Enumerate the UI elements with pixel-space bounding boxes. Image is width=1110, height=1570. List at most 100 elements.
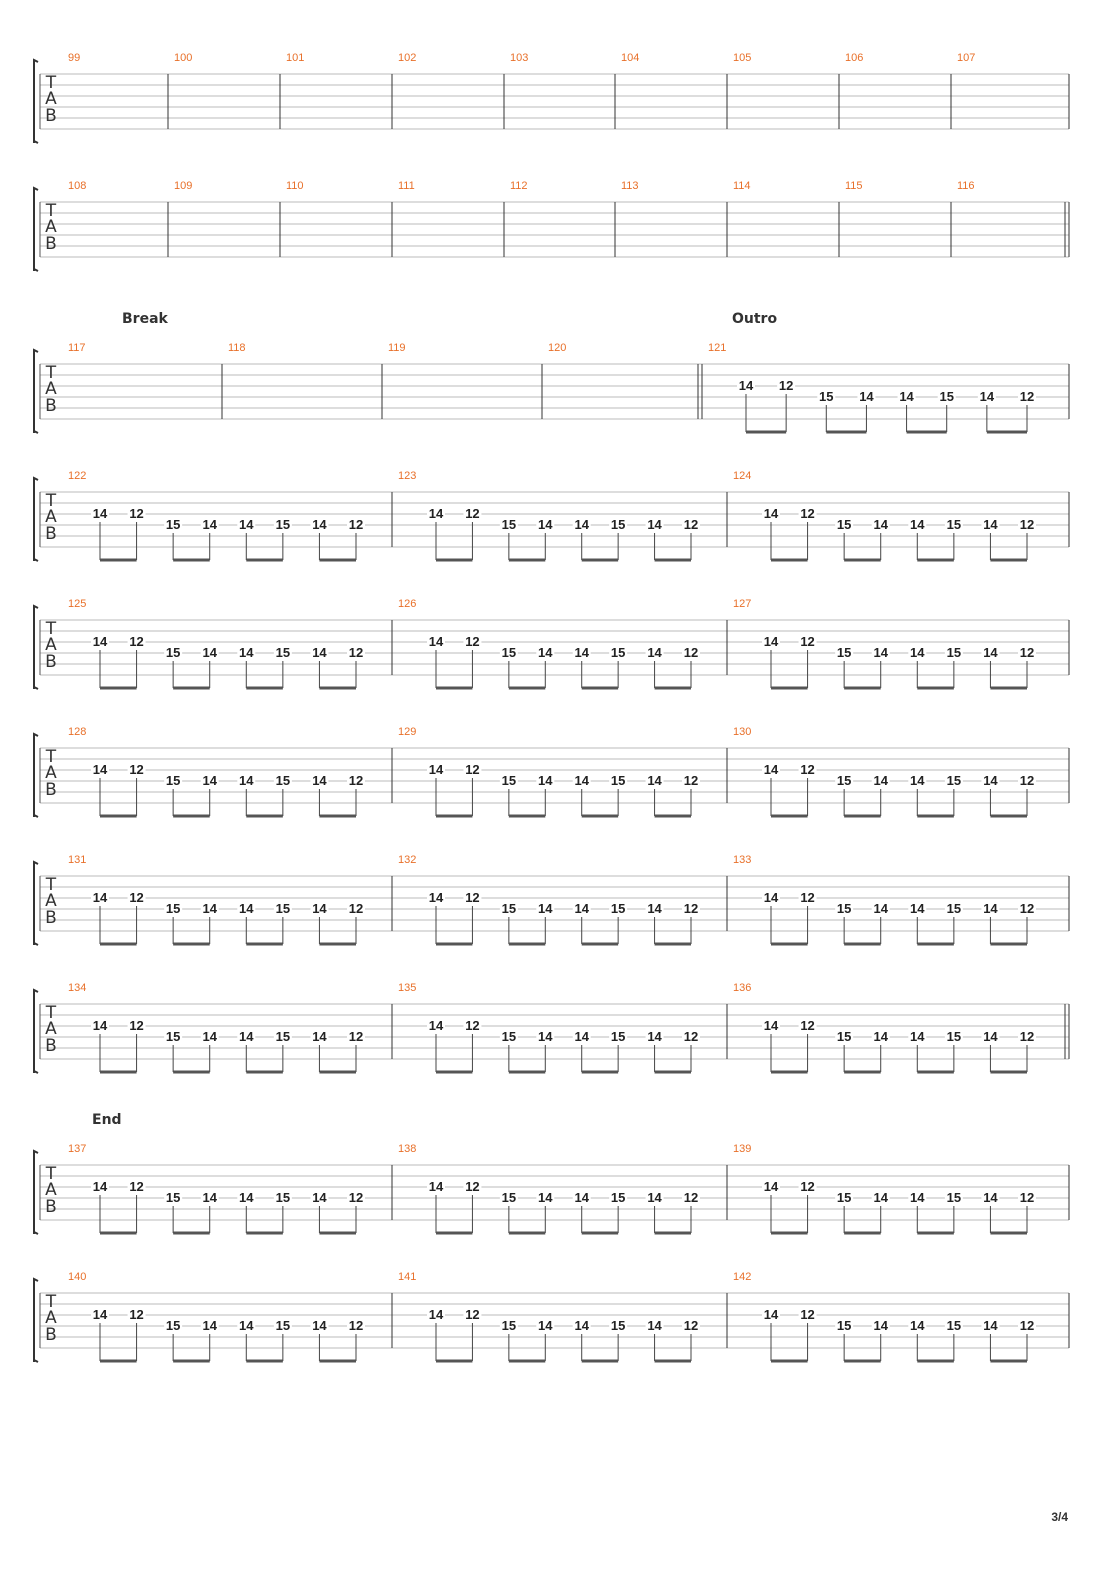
fret-number: 14 — [873, 1029, 888, 1044]
measure-number: 100 — [174, 52, 192, 64]
measure-number: 113 — [621, 180, 639, 192]
fret-bg — [981, 1031, 1000, 1044]
fret-number: 12 — [349, 1190, 363, 1205]
fret-bg — [817, 391, 836, 404]
fret-bg — [273, 1320, 292, 1333]
fret-bg — [871, 647, 890, 660]
measure-number: 119 — [388, 342, 406, 354]
fret-bg — [798, 636, 817, 649]
fret-number: 12 — [349, 1029, 363, 1044]
fret-number: 12 — [1020, 901, 1034, 916]
fret-number: 12 — [129, 1307, 143, 1322]
measure-number: 137 — [68, 1143, 86, 1155]
fret-bg — [164, 519, 183, 532]
fret-bg — [981, 775, 1000, 788]
fret-bg — [127, 508, 146, 521]
fret-number: 15 — [502, 1029, 516, 1044]
fret-bg — [908, 1320, 927, 1333]
fret-bg — [237, 903, 256, 916]
fret-number: 12 — [1020, 645, 1034, 660]
fret-bg — [944, 775, 963, 788]
fret-number: 14 — [93, 1018, 108, 1033]
fret-bg — [347, 1192, 365, 1205]
fret-bg — [200, 1192, 219, 1205]
fret-bg — [310, 647, 329, 660]
fret-number: 14 — [239, 1318, 254, 1333]
fret-bg — [536, 1031, 555, 1044]
fret-bg — [572, 1192, 591, 1205]
measure-number: 99 — [68, 52, 80, 64]
fret-bg — [536, 647, 555, 660]
fret-number: 12 — [684, 1029, 698, 1044]
fret-number: 12 — [465, 1018, 479, 1033]
fret-bg — [609, 1192, 628, 1205]
tab-clef-b: B — [45, 780, 57, 800]
fret-number: 15 — [276, 1190, 290, 1205]
fret-number: 12 — [684, 901, 698, 916]
fret-number: 12 — [129, 762, 143, 777]
tab-clef-t: T — [45, 1292, 57, 1312]
fret-number: 12 — [129, 1018, 143, 1033]
fret-number: 14 — [910, 517, 925, 532]
fret-bg — [427, 764, 445, 777]
fret-bg — [536, 903, 555, 916]
fret-bg — [944, 1320, 963, 1333]
fret-number: 12 — [465, 1179, 479, 1194]
fret-number: 14 — [429, 506, 444, 521]
fret-number: 14 — [574, 1318, 589, 1333]
measure-number: 135 — [398, 982, 416, 994]
fret-bg — [857, 391, 876, 404]
measure-number: 126 — [398, 598, 416, 610]
fret-number: 15 — [611, 645, 625, 660]
fret-number: 14 — [239, 773, 254, 788]
fret-bg — [682, 1192, 700, 1205]
fret-number: 14 — [873, 901, 888, 916]
fret-number: 12 — [1020, 1190, 1034, 1205]
fret-bg — [645, 519, 664, 532]
fret-bg — [310, 1192, 329, 1205]
fret-bg — [908, 1192, 927, 1205]
fret-number: 14 — [647, 645, 662, 660]
fret-number: 15 — [837, 901, 851, 916]
fret-number: 14 — [429, 1307, 444, 1322]
fret-number: 14 — [93, 1179, 108, 1194]
fret-bg — [91, 1309, 109, 1322]
fret-number: 14 — [910, 645, 925, 660]
fret-number: 14 — [764, 506, 779, 521]
fret-bg — [798, 1309, 817, 1322]
tab-clef-b: B — [45, 106, 57, 126]
fret-number: 14 — [983, 1318, 998, 1333]
tab-clef-t: T — [45, 1164, 57, 1184]
fret-bg — [91, 636, 109, 649]
fret-number: 15 — [502, 1190, 516, 1205]
tab-clef-b: B — [45, 1197, 57, 1217]
fret-number: 12 — [349, 773, 363, 788]
fret-bg — [463, 764, 482, 777]
fret-bg — [200, 1320, 219, 1333]
fret-bg — [981, 1192, 1000, 1205]
fret-bg — [463, 508, 482, 521]
fret-number: 12 — [349, 517, 363, 532]
fret-number: 15 — [947, 901, 961, 916]
measure-number: 138 — [398, 1143, 416, 1155]
fret-number: 15 — [502, 517, 516, 532]
fret-number: 15 — [611, 1190, 625, 1205]
fret-bg — [798, 892, 817, 905]
tab-clef-b: B — [45, 652, 57, 672]
fret-number: 15 — [947, 517, 961, 532]
fret-number: 14 — [983, 773, 998, 788]
fret-number: 12 — [349, 645, 363, 660]
fret-number: 14 — [983, 517, 998, 532]
fret-number: 14 — [239, 517, 254, 532]
fret-bg — [981, 903, 1000, 916]
fret-number: 12 — [684, 645, 698, 660]
fret-number: 12 — [465, 890, 479, 905]
fret-number: 12 — [465, 762, 479, 777]
fret-number: 15 — [837, 1318, 851, 1333]
fret-bg — [127, 892, 146, 905]
fret-bg — [91, 764, 109, 777]
fret-number: 14 — [93, 762, 108, 777]
fret-bg — [164, 647, 183, 660]
measure-number: 128 — [68, 726, 86, 738]
